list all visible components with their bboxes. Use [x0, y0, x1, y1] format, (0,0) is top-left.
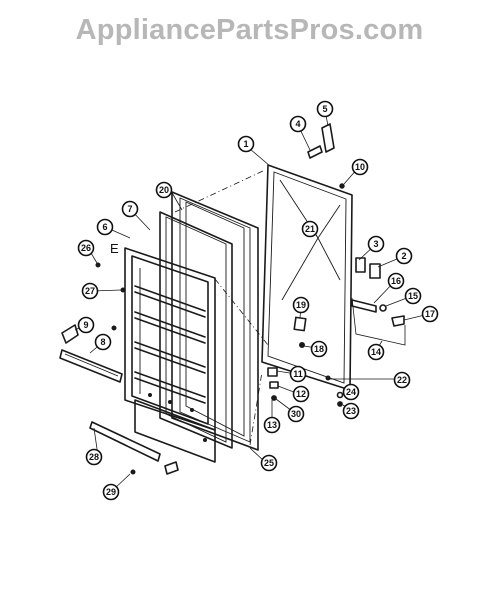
svg-text:22: 22: [397, 375, 407, 385]
outer-door-panel: [261, 164, 353, 391]
part-11: [267, 367, 278, 377]
svg-text:11: 11: [293, 369, 303, 379]
svg-text:7: 7: [127, 204, 132, 214]
svg-text:23: 23: [346, 406, 356, 416]
door-liner: [171, 191, 259, 451]
part-23: [337, 401, 343, 407]
callout-10: 10: [351, 158, 369, 176]
handle-bar: [59, 349, 123, 383]
svg-text:3: 3: [373, 239, 378, 249]
callout-17: 17: [421, 305, 439, 323]
door-gasket: [159, 211, 233, 449]
callout-26: 26: [77, 239, 95, 257]
callout-24: 24: [342, 383, 360, 401]
svg-text:18: 18: [314, 344, 324, 354]
svg-text:2: 2: [401, 251, 406, 261]
svg-text:9: 9: [83, 320, 88, 330]
callout-4: 4: [289, 115, 307, 133]
svg-text:20: 20: [159, 185, 169, 195]
callout-27: 27: [81, 282, 99, 300]
screw-22: [325, 375, 331, 381]
svg-text:16: 16: [391, 276, 401, 286]
leader-lines: [74, 109, 430, 491]
svg-text:21: 21: [305, 224, 315, 234]
callout-2: 2: [395, 247, 413, 265]
screw-18: [299, 342, 305, 348]
callout-29: 29: [102, 483, 120, 501]
svg-text:6: 6: [102, 222, 107, 232]
part-3: [355, 257, 366, 273]
svg-text:27: 27: [85, 286, 95, 296]
callout-12: 12: [292, 385, 310, 403]
screw-26: [95, 262, 101, 268]
svg-text:28: 28: [89, 452, 99, 462]
part-30: [271, 395, 277, 401]
callout-13: 13: [263, 416, 281, 434]
callout-1: 1: [237, 135, 255, 153]
svg-text:25: 25: [264, 458, 274, 468]
callout-8: 8: [94, 333, 112, 351]
part-2: [369, 263, 381, 279]
part-15: [379, 304, 387, 312]
callout-30: 30: [287, 405, 305, 423]
svg-text:29: 29: [106, 487, 116, 497]
part-24: [336, 391, 344, 399]
door-reinforcement: [293, 316, 307, 332]
svg-text:8: 8: [100, 337, 105, 347]
callout-23: 23: [342, 402, 360, 420]
callout-11: 11: [289, 365, 307, 383]
svg-text:30: 30: [291, 409, 301, 419]
callout-3: 3: [367, 235, 385, 253]
svg-text:24: 24: [346, 387, 356, 397]
svg-text:13: 13: [267, 420, 277, 430]
svg-text:5: 5: [322, 104, 327, 114]
part-4: [307, 145, 323, 159]
svg-text:10: 10: [355, 162, 365, 172]
bottom-trim: [89, 421, 161, 462]
svg-text:17: 17: [425, 309, 435, 319]
callout-25: 25: [260, 454, 278, 472]
svg-text:15: 15: [408, 291, 418, 301]
callout-22: 22: [393, 371, 411, 389]
callout-21: 21: [301, 220, 319, 238]
door-shelf-letter: E: [110, 241, 119, 256]
callout-16: 16: [387, 272, 405, 290]
door-shelf-frame: [124, 247, 216, 463]
svg-text:14: 14: [371, 347, 381, 357]
svg-text:12: 12: [296, 389, 306, 399]
svg-text:1: 1: [243, 139, 248, 149]
callout-14: 14: [367, 343, 385, 361]
callout-7: 7: [121, 200, 139, 218]
part-12: [269, 381, 279, 389]
callout-15: 15: [404, 287, 422, 305]
screw-27: [120, 287, 126, 293]
screw-9a: [111, 325, 117, 331]
screw-29: [130, 469, 136, 475]
site-watermark: AppliancePartsPros.com: [75, 14, 424, 46]
svg-text:19: 19: [296, 300, 306, 310]
part-5: [321, 123, 335, 153]
callout-20: 20: [155, 181, 173, 199]
handle-cap: [61, 324, 79, 344]
callout-6: 6: [96, 218, 114, 236]
callout-28: 28: [85, 448, 103, 466]
screw-10: [339, 183, 345, 189]
part-17: [391, 315, 405, 327]
callout-18: 18: [310, 340, 328, 358]
callout-5: 5: [316, 100, 334, 118]
svg-text:26: 26: [81, 243, 91, 253]
svg-text:4: 4: [295, 119, 300, 129]
callout-19: 19: [292, 296, 310, 314]
part-16: [351, 299, 377, 313]
hinge-pin: [164, 461, 179, 475]
callout-9: 9: [77, 316, 95, 334]
